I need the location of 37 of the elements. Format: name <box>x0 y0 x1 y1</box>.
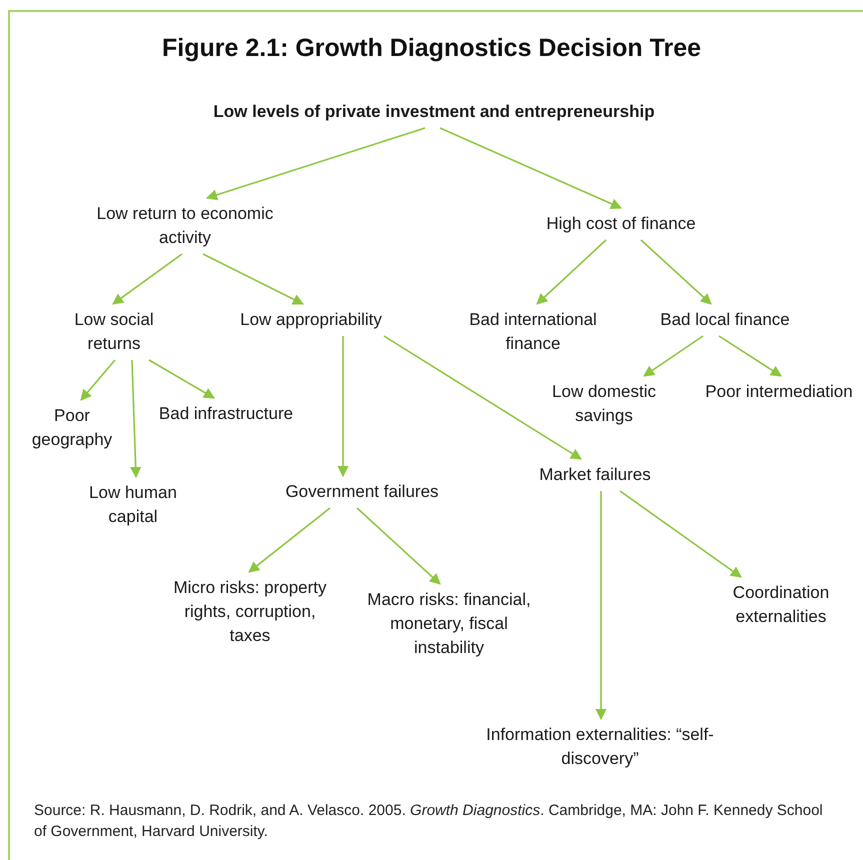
node-label: Poor geography <box>17 402 127 454</box>
arrow <box>248 507 330 573</box>
arrow <box>112 253 182 305</box>
node-label: Low human capital <box>68 479 198 531</box>
node-label: High cost of finance <box>546 210 696 238</box>
node-label: Coordination externalities <box>711 579 851 631</box>
arrow <box>718 335 782 377</box>
arrow <box>202 253 304 305</box>
node-label: Low appropriability <box>240 306 382 334</box>
arrow <box>384 335 582 460</box>
node-label: Information externalities: “self-discovery” <box>470 721 730 773</box>
node-label: Bad infrastructure <box>156 400 296 428</box>
node-label: Macro risks: financial, monetary, fiscal instability <box>360 586 538 662</box>
arrow <box>356 507 441 585</box>
arrow <box>643 335 704 377</box>
arrow <box>148 359 215 399</box>
title: Figure 2.1: Growth Diagnostics Decision Tree <box>160 33 702 64</box>
node-label: Bad international finance <box>443 306 623 358</box>
node-label: Poor intermediation <box>699 378 859 406</box>
arrow <box>536 239 607 305</box>
arrow <box>206 127 426 200</box>
node-label: Low levels of private investment and entrepreneurship <box>213 98 655 126</box>
arrow <box>620 490 742 578</box>
arrow <box>337 336 349 478</box>
source-caption: Source: R. Hausmann, D. Rodrik, and A. Velasco. 2005. Growth Diagnostics. Cambridge, MA: John F. Kennedy School of Government, Harvard University. <box>34 801 824 842</box>
node-label: Low domestic savings <box>529 378 679 430</box>
arrow <box>130 360 142 478</box>
arrow <box>80 359 116 401</box>
node-label: Market failures <box>539 461 651 489</box>
arrow <box>440 127 622 210</box>
node-label: Bad local finance <box>660 306 790 334</box>
node-label: Government failures <box>285 478 439 506</box>
arrow <box>640 239 712 305</box>
node-label: Low social returns <box>49 306 179 358</box>
node-label: Micro risks: property rights, corruption, taxes <box>165 574 335 650</box>
arrow <box>595 491 607 720</box>
node-label: Low return to economic activity <box>95 200 275 252</box>
